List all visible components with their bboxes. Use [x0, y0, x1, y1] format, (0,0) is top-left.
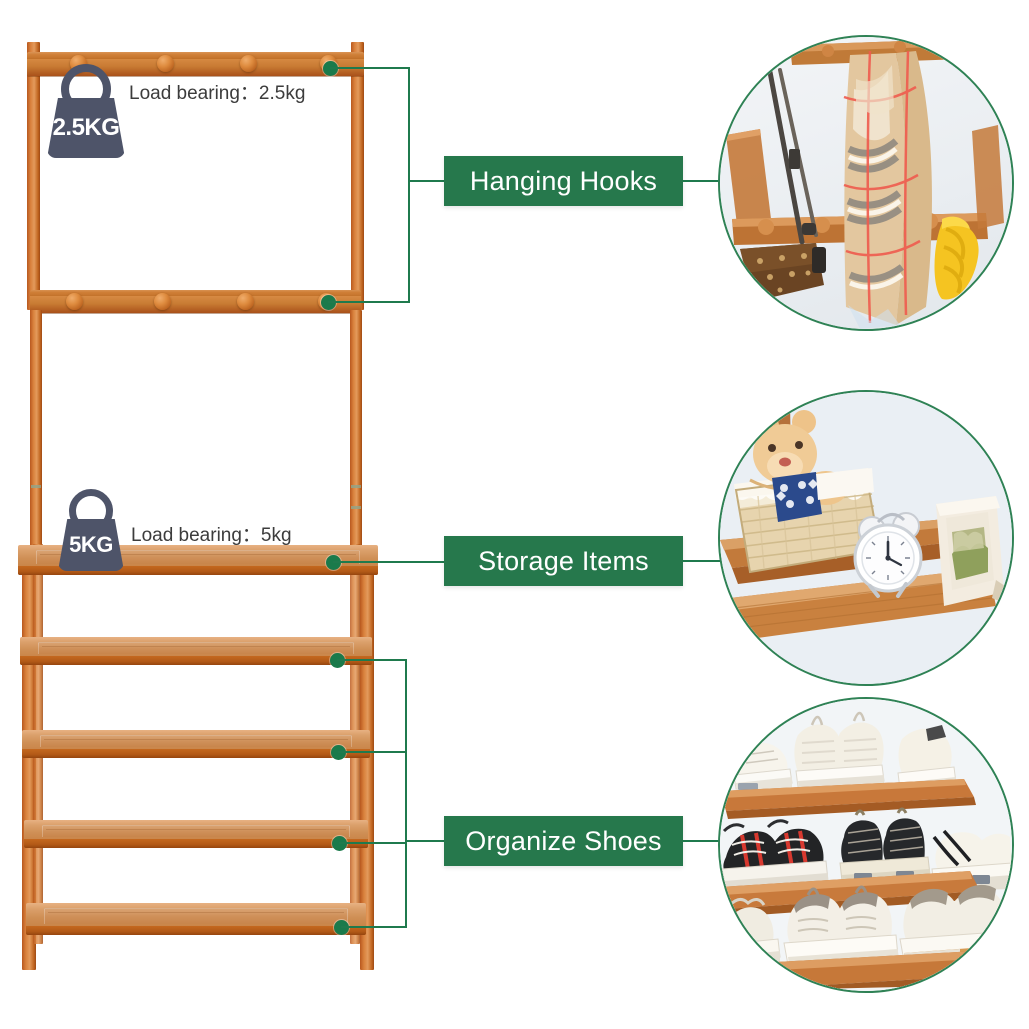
- callout-label-organize-shoes[interactable]: Organize Shoes: [444, 816, 683, 866]
- connector-line-stem: [410, 180, 444, 182]
- connector-line-horizontal: [333, 561, 444, 563]
- load-badge-hooks: 2.5KG: [47, 64, 125, 158]
- connector-line-horizontal: [337, 659, 407, 661]
- frame-post-left-upper: [27, 42, 40, 310]
- photo-hanging-hooks-inner: [720, 37, 1012, 329]
- weight-icon-body: 5KG: [58, 519, 124, 571]
- connector-line-to-photo: [683, 180, 725, 182]
- hook-knob-icon[interactable]: [154, 293, 171, 310]
- post-bracket-left: [31, 485, 41, 488]
- hook-knob-icon[interactable]: [66, 293, 83, 310]
- frame-post-left-mid: [30, 310, 42, 555]
- hook-knob-icon[interactable]: [237, 293, 254, 310]
- shelf-grain-line: [44, 739, 348, 740]
- shelf-front-lip: [18, 566, 378, 575]
- shelf-front-lip: [24, 839, 368, 848]
- photo-organize-shoes: [718, 697, 1014, 993]
- shelf-2: [20, 637, 372, 665]
- shelf-grain-line: [48, 912, 344, 913]
- connector-line-horizontal: [338, 751, 407, 753]
- product-illustration: 2.5KG Load bearing：2.5kg 5KG Load bearin…: [0, 0, 420, 1029]
- frame-post-right-mid: [350, 310, 362, 555]
- load-badge-hooks-text: 2.5KG: [52, 114, 120, 141]
- photo-storage-svg: [720, 392, 1012, 684]
- shelf-5: [26, 903, 366, 935]
- connector-line-stem: [407, 840, 444, 842]
- weight-icon-body: 2.5KG: [47, 98, 125, 158]
- connector-line-vertical: [405, 659, 407, 928]
- shelf-inner-panel: [42, 825, 350, 837]
- shelf-inner-panel: [40, 735, 352, 747]
- shelf-grain-line: [46, 829, 346, 830]
- load-caption-hooks: Load bearing：2.5kg: [129, 83, 306, 104]
- hook-rail-middle-highlight: [30, 290, 361, 296]
- shelf-inner-panel: [44, 908, 348, 924]
- hook-rail-top-highlight: [27, 52, 364, 59]
- load-caption-shelf: Load bearing：5kg: [131, 525, 292, 546]
- shelf-front-lip: [20, 656, 372, 665]
- post-bracket-right: [351, 485, 361, 488]
- shelf-inner-panel: [38, 642, 354, 654]
- callout-label-hanging-hooks[interactable]: Hanging Hooks: [444, 156, 683, 206]
- shelf-grain-line: [42, 646, 350, 647]
- load-badge-shelf: 5KG: [58, 489, 124, 571]
- photo-organize-shoes-inner: [720, 699, 1012, 991]
- frame-post-right-upper: [351, 42, 364, 310]
- shoe-tier-1: [720, 711, 976, 819]
- connector-line-horizontal: [328, 301, 410, 303]
- load-badge-shelf-text: 5KG: [69, 532, 113, 557]
- connector-line-horizontal: [341, 926, 407, 928]
- hook-knob-icon[interactable]: [157, 55, 174, 72]
- shelf-front-lip: [26, 926, 366, 935]
- photo-hanging-hooks: [718, 35, 1014, 331]
- hook-knob-icon[interactable]: [240, 55, 257, 72]
- photo-shoes-svg: [720, 699, 1012, 991]
- connector-line-horizontal: [330, 67, 410, 69]
- callout-label-storage-items[interactable]: Storage Items: [444, 536, 683, 586]
- shelf-front-lip: [22, 749, 370, 758]
- connector-line-horizontal: [339, 842, 407, 844]
- shelf-4: [24, 820, 368, 848]
- photo-storage-items: [718, 390, 1014, 686]
- shelf-3: [22, 730, 370, 758]
- shoe-tier-2: [720, 807, 1012, 917]
- connector-line-to-photo: [683, 560, 725, 562]
- shelf-grain-line: [40, 554, 356, 555]
- post-bracket-right-2: [351, 506, 361, 509]
- photo-hooks-svg: [726, 39, 1004, 329]
- connector-line-to-photo: [683, 840, 725, 842]
- hook-rail-middle: [30, 290, 361, 313]
- photo-storage-items-inner: [720, 392, 1012, 684]
- connector-line-vertical: [408, 67, 410, 303]
